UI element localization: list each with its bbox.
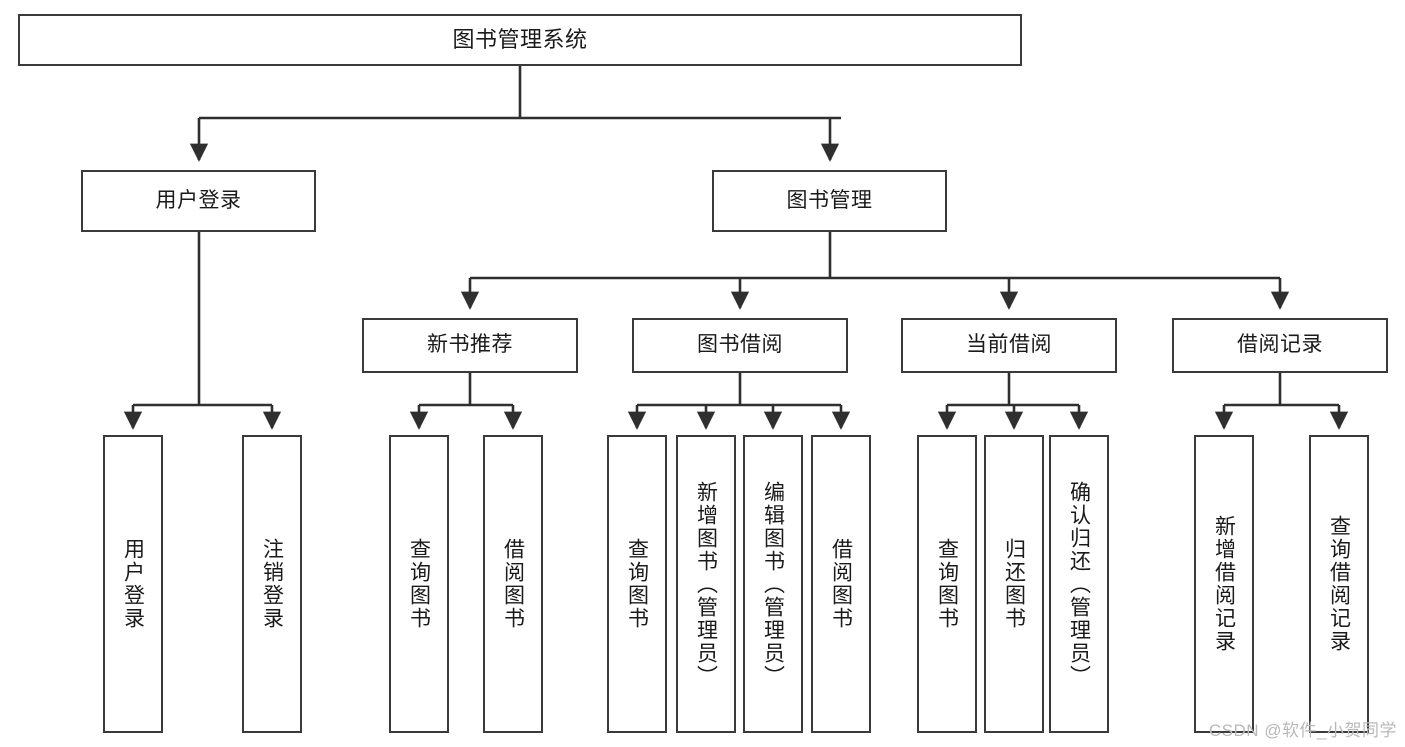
node-label: 用户登录 <box>155 188 242 212</box>
watermark: CSDN @软件_小贺同学 <box>1208 721 1397 740</box>
node-label: 查询图书 <box>407 538 431 630</box>
node-label: 新增图书（管理员） <box>694 480 718 688</box>
node-label: 用户登录 <box>121 538 145 630</box>
node-label: 借阅图书 <box>829 538 853 630</box>
node-label: 借阅图书 <box>501 538 525 630</box>
node-label: 编辑图书（管理员） <box>761 480 785 688</box>
node-book-borrow[interactable]: 图书借阅 <box>632 318 848 373</box>
node-current-borrow[interactable]: 当前借阅 <box>901 318 1117 373</box>
leaf-query-book-new[interactable]: 查询图书 <box>389 435 449 733</box>
node-borrow-record[interactable]: 借阅记录 <box>1172 318 1388 373</box>
node-label: 图书管理 <box>786 188 873 212</box>
node-label: 新书推荐 <box>427 333 513 357</box>
node-root-system[interactable]: 图书管理系统 <box>18 14 1022 66</box>
node-label: 借阅记录 <box>1237 333 1323 357</box>
node-label: 当前借阅 <box>966 333 1052 357</box>
leaf-borrow-book-new[interactable]: 借阅图书 <box>483 435 543 733</box>
leaf-add-borrow-record[interactable]: 新增借阅记录 <box>1194 435 1254 733</box>
node-label: 查询借阅记录 <box>1327 515 1351 653</box>
node-new-book-recommend[interactable]: 新书推荐 <box>362 318 578 373</box>
leaf-query-book-borrow[interactable]: 查询图书 <box>607 435 667 733</box>
leaf-user-login[interactable]: 用户登录 <box>103 435 163 733</box>
leaf-query-borrow-record[interactable]: 查询借阅记录 <box>1309 435 1369 733</box>
node-label: 查询图书 <box>935 538 959 630</box>
leaf-edit-book-admin[interactable]: 编辑图书（管理员） <box>743 435 803 733</box>
node-label: 图书借阅 <box>697 333 783 357</box>
leaf-confirm-return-admin[interactable]: 确认归还（管理员） <box>1049 435 1109 733</box>
node-label: 归还图书 <box>1002 538 1026 630</box>
node-label: 注销登录 <box>260 538 284 630</box>
node-label: 图书管理系统 <box>452 27 588 53</box>
node-label: 查询图书 <box>625 538 649 630</box>
leaf-add-book-admin[interactable]: 新增图书（管理员） <box>676 435 736 733</box>
leaf-logout[interactable]: 注销登录 <box>242 435 302 733</box>
node-book-management[interactable]: 图书管理 <box>712 170 947 232</box>
node-user-login[interactable]: 用户登录 <box>81 170 316 232</box>
leaf-query-book-current[interactable]: 查询图书 <box>917 435 977 733</box>
leaf-borrow-book[interactable]: 借阅图书 <box>811 435 871 733</box>
node-label: 新增借阅记录 <box>1212 515 1236 653</box>
node-label: 确认归还（管理员） <box>1067 480 1091 688</box>
leaf-return-book[interactable]: 归还图书 <box>984 435 1044 733</box>
